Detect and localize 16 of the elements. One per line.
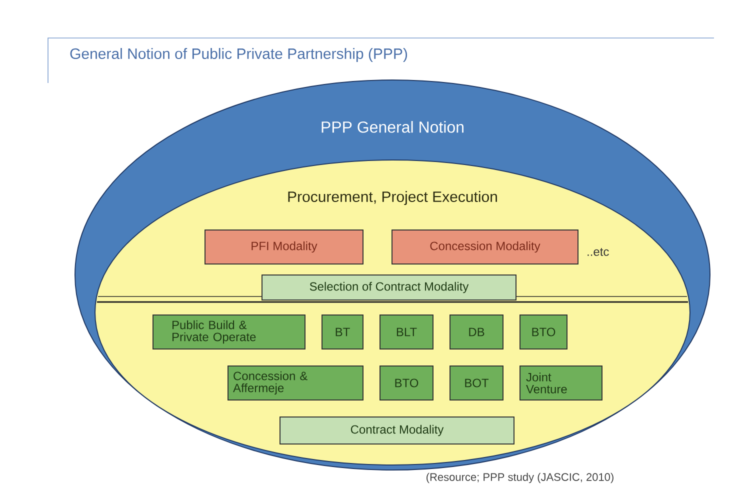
modality-box: BTO <box>520 314 568 350</box>
source-note: (Resource; PPP study (JASCIC, 2010) <box>426 472 614 484</box>
note: ..etc <box>588 248 609 256</box>
modality-box: BOT <box>450 366 504 400</box>
modality-box: BLT <box>380 314 434 350</box>
modality-box: Contract Modality <box>280 416 514 444</box>
modality-box: Concession & Affermeje <box>228 366 364 400</box>
title: General Notion of Public Private Partnership (PPP) <box>70 48 408 62</box>
modality-box: Concession Modality <box>392 230 578 264</box>
modality-box: Public Build & Private Operate <box>152 314 306 350</box>
modality-box: BTO <box>380 366 434 400</box>
modality-box: Selection of Contract Modality <box>262 274 516 300</box>
modality-box: Joint Venture <box>520 366 602 400</box>
modality-box: DB <box>450 314 504 350</box>
modality-box: PFI Modality <box>204 230 364 264</box>
modality-box: BT <box>322 314 364 350</box>
